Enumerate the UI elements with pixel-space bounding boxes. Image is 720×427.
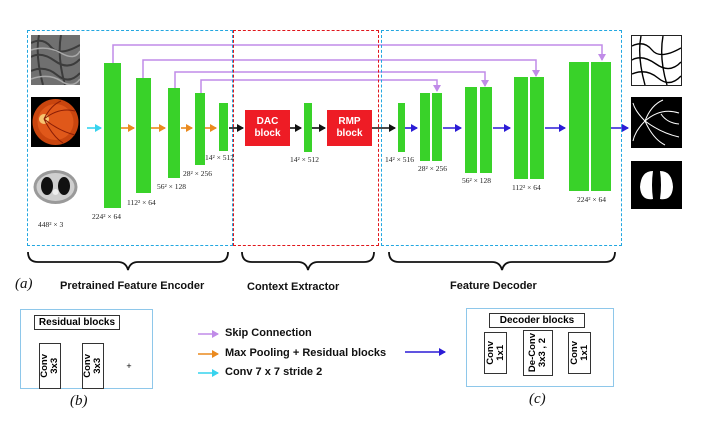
label-c: (c) bbox=[529, 391, 546, 407]
decoder-section-box bbox=[381, 30, 622, 246]
rmp-label-line2: block bbox=[336, 128, 363, 139]
decoder-map-4a bbox=[514, 77, 528, 179]
label-a: (a) bbox=[15, 276, 33, 292]
encoder-map-3 bbox=[168, 88, 180, 178]
encoder-map-1 bbox=[104, 63, 121, 208]
lung-ct-icon bbox=[31, 165, 80, 209]
encoder-map-5 bbox=[219, 103, 228, 151]
vessel-map-icon bbox=[631, 97, 682, 148]
decoder-conv-1-line1: Conv bbox=[484, 341, 496, 365]
residual-conv-1-line2: 3x3 bbox=[49, 358, 60, 374]
decoder-blocks-title: Decoder blocks bbox=[489, 313, 585, 328]
decoder-map-5b bbox=[591, 62, 611, 191]
legend-skip-text: Skip Connection bbox=[225, 327, 312, 339]
dim-encoder-2: 112² × 64 bbox=[127, 198, 156, 207]
output-image-vessels bbox=[631, 97, 682, 148]
context-map bbox=[304, 103, 312, 152]
dim-encoder-1: 224² × 64 bbox=[92, 212, 121, 221]
decoder-map-3a bbox=[465, 87, 477, 173]
skip-connection-1 bbox=[112, 44, 606, 63]
decoder-conv-1-line2: 1x1 bbox=[494, 345, 506, 361]
decoder-conv-2-line1: Conv bbox=[568, 341, 580, 365]
input-image-fundus bbox=[31, 97, 80, 147]
encoder-map-2 bbox=[136, 78, 151, 193]
residual-add-symbol: + bbox=[126, 361, 132, 371]
lung-mask-icon bbox=[631, 161, 682, 209]
edge-map-icon bbox=[632, 36, 681, 85]
retina-icon bbox=[31, 97, 80, 147]
output-image-lung bbox=[631, 161, 682, 209]
skip-connection-3 bbox=[174, 71, 489, 88]
encoder-section-box bbox=[27, 30, 233, 246]
decoder-map-5a bbox=[569, 62, 589, 191]
dim-context: 14² × 512 bbox=[290, 155, 319, 164]
dim-encoder-5: 14² × 512 bbox=[205, 153, 234, 162]
feature-decoder-title: Feature Decoder bbox=[450, 280, 537, 292]
decoder-map-4b bbox=[530, 77, 544, 179]
dim-input: 448² × 3 bbox=[38, 220, 64, 229]
dim-decoder-1: 14² × 516 bbox=[385, 155, 414, 164]
dac-label-line2: block bbox=[254, 128, 281, 139]
decoder-brace bbox=[388, 251, 616, 271]
residual-blocks-title: Residual blocks bbox=[34, 315, 120, 330]
feature-maps bbox=[104, 62, 611, 208]
output-image-texture bbox=[631, 35, 682, 86]
dim-decoder-2: 28² × 256 bbox=[418, 164, 447, 173]
skip-connection-2 bbox=[142, 59, 540, 78]
dim-decoder-4: 112² × 64 bbox=[512, 183, 541, 192]
dim-decoder-3: 56² × 128 bbox=[462, 176, 491, 185]
context-extractor-title: Context Extractor bbox=[247, 281, 340, 293]
texture-pattern-icon bbox=[31, 35, 80, 85]
encoder-map-4 bbox=[195, 93, 205, 165]
residual-conv-2-line2: 3x3 bbox=[92, 358, 103, 374]
input-image-ct bbox=[31, 165, 80, 209]
dim-encoder-4: 28² × 256 bbox=[183, 169, 212, 178]
dac-label-line1: DAC bbox=[256, 116, 279, 127]
decoder-conv-2-line2: 1x1 bbox=[578, 345, 590, 361]
skip-connections bbox=[112, 44, 606, 93]
label-b: (b) bbox=[70, 393, 88, 409]
decoder-map-3b bbox=[480, 87, 492, 173]
dim-decoder-5: 224² × 64 bbox=[577, 195, 606, 204]
rmp-label-line1: RMP bbox=[338, 116, 361, 127]
legend-conv-text: Conv 7 x 7 stride 2 bbox=[225, 366, 323, 378]
section-braces bbox=[27, 251, 616, 271]
encoder-brace bbox=[27, 251, 229, 271]
legend-maxpool-text: Max Pooling + Residual blocks bbox=[225, 347, 387, 359]
pretrained-encoder-title: Pretrained Feature Encoder bbox=[60, 280, 205, 292]
decoder-map-1 bbox=[398, 103, 405, 152]
context-brace bbox=[241, 251, 375, 271]
decoder-deconv-line2: 3x3 , 2 bbox=[537, 338, 548, 368]
decoder-map-2b bbox=[432, 93, 442, 161]
context-section-box bbox=[233, 30, 379, 246]
legend-arrows bbox=[198, 330, 446, 377]
skip-connection-4 bbox=[200, 79, 441, 93]
input-image-texture bbox=[31, 35, 80, 85]
dim-encoder-3: 56² × 128 bbox=[157, 182, 186, 191]
decoder-map-2a bbox=[420, 93, 430, 161]
